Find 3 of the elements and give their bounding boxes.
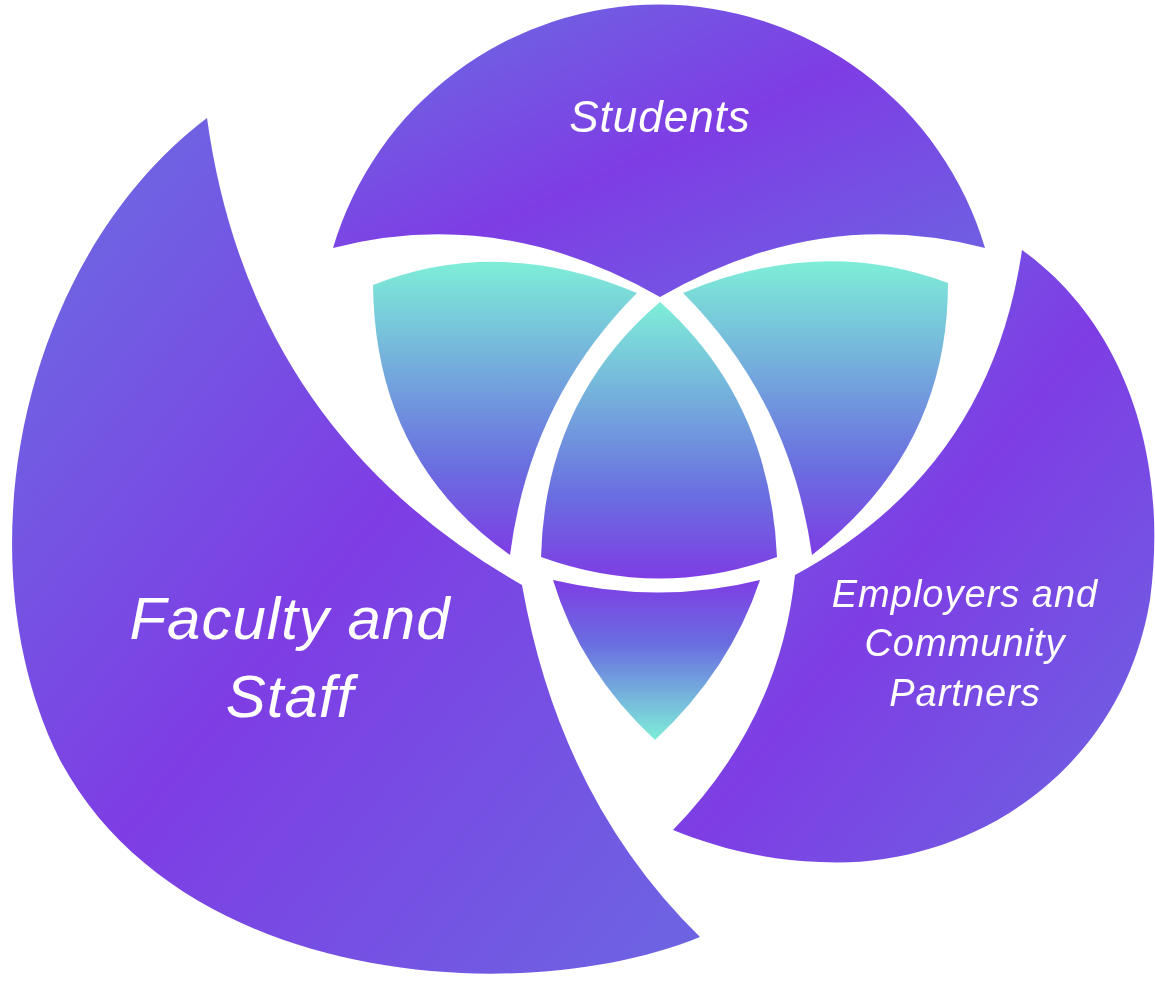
region-label: Faculty and Staff xyxy=(128,584,452,732)
region-label: Students xyxy=(568,91,752,143)
region-label: Employers and Community Partners xyxy=(830,572,1100,716)
